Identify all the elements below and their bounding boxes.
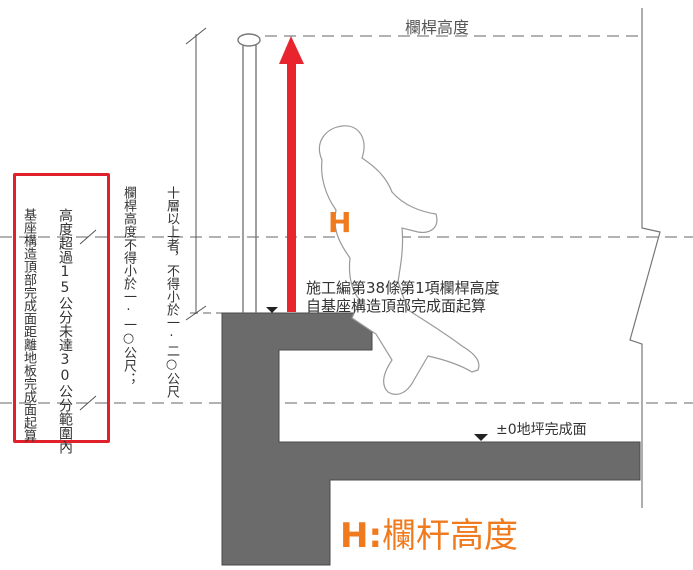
base-structure: [221, 312, 641, 566]
height-rule-line-a: 欄桿高度不得小於一‧一○公尺；: [121, 186, 136, 385]
height-rule-line-b: 十層以上者，不得小於一‧二○公尺: [164, 186, 179, 398]
dimension-tick-top: [185, 27, 207, 45]
side-note-highlight-box: [13, 173, 110, 443]
floor-level-marker: [474, 434, 488, 441]
railing-handrail-cap: [237, 33, 261, 47]
caption-key: H:: [340, 516, 383, 556]
floor-finish-label: ±0地坪完成面: [496, 422, 587, 438]
side-note-line2: 高度超過15公分未達30公分範圍內: [57, 208, 73, 454]
caption-text: 欄杆高度: [382, 516, 519, 556]
regulation-note-line1: 施工編第38條第1項欄桿高度: [306, 279, 500, 297]
right-wall-line: [629, 8, 661, 508]
person-silhouette: [318, 125, 480, 395]
height-arrow-shaft: [287, 62, 296, 312]
side-note-line1: 基座構造頂部完成面距離地板完成面起算: [21, 208, 36, 442]
regulation-note-line2: 自基座構造頂部完成面起算: [306, 297, 487, 315]
railing-height-top-label: 欄桿高度: [405, 18, 470, 37]
dimension-tick-bottom: [185, 305, 207, 321]
side-dimension-tick-low: [79, 395, 97, 411]
height-arrow-head: [279, 36, 304, 64]
side-dimension-tick-mid: [79, 229, 97, 245]
base-top-level-marker: [266, 307, 278, 313]
height-h-label: H: [328, 206, 352, 239]
caption: H:欄杆高度: [340, 508, 518, 557]
